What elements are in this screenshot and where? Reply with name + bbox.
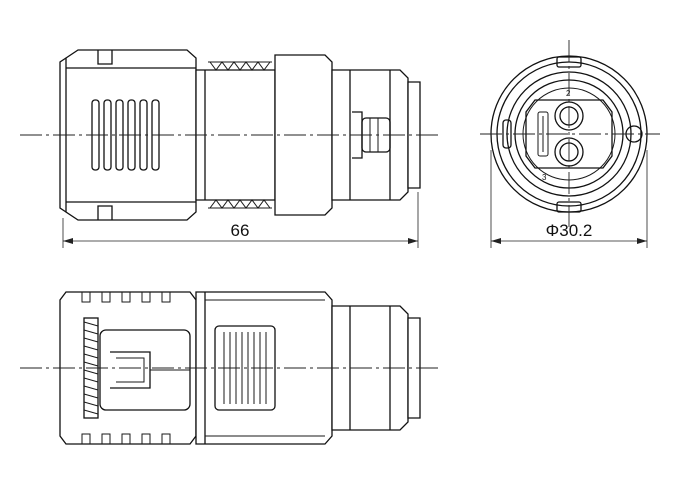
thread-top (208, 61, 272, 71)
length-dimension: 66 (62, 192, 419, 248)
thread-bottom (208, 199, 272, 209)
pin-2-label: 2 (566, 89, 571, 98)
pin-3-label: 3 (542, 173, 547, 182)
grip-teeth-bottom (81, 433, 171, 444)
diameter-label: Φ30.2 (546, 221, 593, 240)
end-view: 2 3 (480, 40, 660, 228)
grip-teeth-top (81, 292, 171, 303)
top-view (20, 49, 440, 221)
diameter-dimension: Φ30.2 (490, 150, 648, 248)
bottom-view (20, 291, 440, 445)
length-label: 66 (231, 221, 250, 240)
